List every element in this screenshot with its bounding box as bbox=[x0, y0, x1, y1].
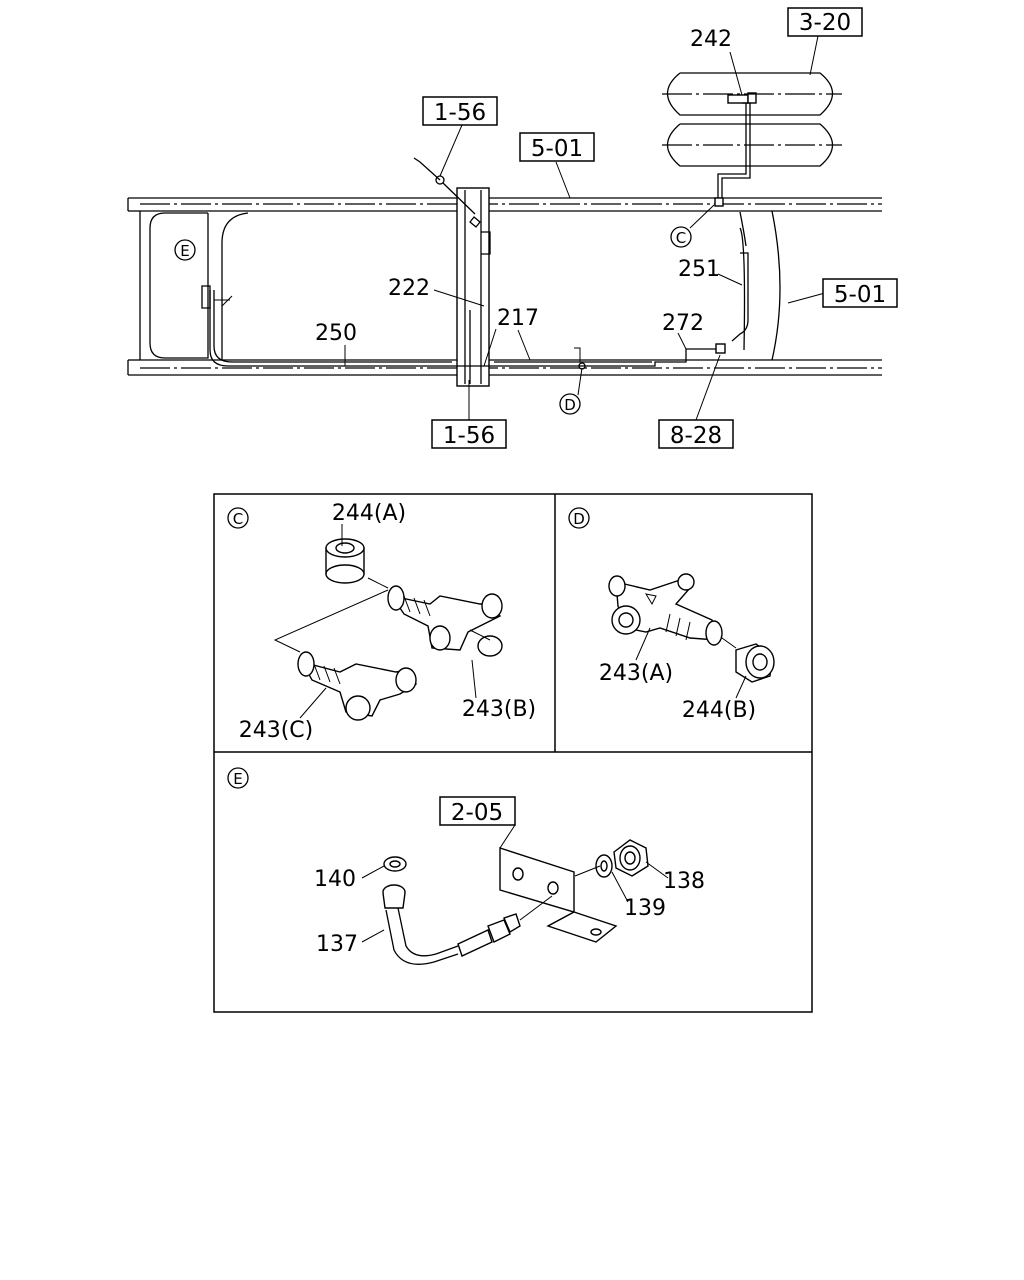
ref-label: 3-20 bbox=[799, 10, 851, 36]
part-label-243a: 243(A) bbox=[599, 661, 673, 686]
ref-box-1-56-top: 1-56 bbox=[422, 96, 498, 126]
part-label-250: 250 bbox=[315, 321, 357, 346]
ref-box-2-05: 2-05 bbox=[439, 796, 516, 826]
svg-text:E: E bbox=[180, 242, 189, 260]
part-label-222: 222 bbox=[388, 276, 430, 301]
detail-marker-c: C bbox=[670, 226, 692, 248]
part-label-251: 251 bbox=[678, 257, 720, 282]
ref-label: 8-28 bbox=[670, 423, 722, 449]
part-label-244a: 244(A) bbox=[332, 501, 406, 526]
hose-137 bbox=[382, 884, 553, 965]
ref-box-5-01-right: 5-01 bbox=[822, 278, 898, 308]
detail-d: D bbox=[568, 507, 775, 699]
ref-box-1-56-bottom: 1-56 bbox=[431, 419, 507, 449]
svg-text:D: D bbox=[573, 510, 585, 528]
detail-e-marker: E bbox=[227, 767, 249, 789]
detail-panels bbox=[213, 493, 813, 1013]
part-label-217: 217 bbox=[497, 306, 539, 331]
detail-c: C bbox=[227, 507, 503, 721]
detail-marker-e: E bbox=[174, 239, 196, 261]
part-label-139: 139 bbox=[624, 896, 666, 921]
union-cross-243a bbox=[608, 573, 723, 646]
svg-text:C: C bbox=[233, 510, 243, 528]
detail-e: E 2-05 bbox=[227, 767, 669, 965]
nut-244a bbox=[325, 538, 365, 584]
bracket-2-05 bbox=[499, 847, 618, 943]
nut-244b bbox=[735, 643, 775, 683]
ref-box-3-20: 3-20 bbox=[787, 7, 863, 37]
ref-label: 5-01 bbox=[834, 282, 886, 308]
svg-text:E: E bbox=[233, 770, 242, 788]
part-label-243b: 243(B) bbox=[462, 697, 536, 722]
part-label-137: 137 bbox=[316, 932, 358, 957]
detail-c-marker: C bbox=[227, 507, 249, 529]
detail-marker-d: D bbox=[559, 393, 581, 415]
ref-box-5-01-top: 5-01 bbox=[519, 132, 595, 162]
ref-label: 5-01 bbox=[531, 136, 583, 162]
part-label-138: 138 bbox=[663, 869, 705, 894]
ref-label: 1-56 bbox=[443, 423, 495, 449]
frame-assembly bbox=[127, 35, 882, 421]
ref-label: 2-05 bbox=[451, 800, 503, 826]
svg-text:D: D bbox=[564, 396, 576, 414]
washer-140 bbox=[383, 856, 407, 872]
ref-label: 1-56 bbox=[434, 100, 486, 126]
nut-138 bbox=[613, 839, 649, 877]
part-label-243c: 243(C) bbox=[239, 718, 314, 743]
union-elbow-243c bbox=[297, 651, 417, 721]
union-tee-243b bbox=[387, 585, 503, 657]
ref-box-8-28: 8-28 bbox=[658, 419, 734, 449]
washer-139 bbox=[595, 854, 613, 878]
detail-d-marker: D bbox=[568, 507, 590, 529]
part-label-272: 272 bbox=[662, 311, 704, 336]
part-label-244b: 244(B) bbox=[682, 698, 756, 723]
svg-text:C: C bbox=[676, 229, 686, 247]
part-label-140: 140 bbox=[314, 867, 356, 892]
part-label-242: 242 bbox=[690, 27, 732, 52]
